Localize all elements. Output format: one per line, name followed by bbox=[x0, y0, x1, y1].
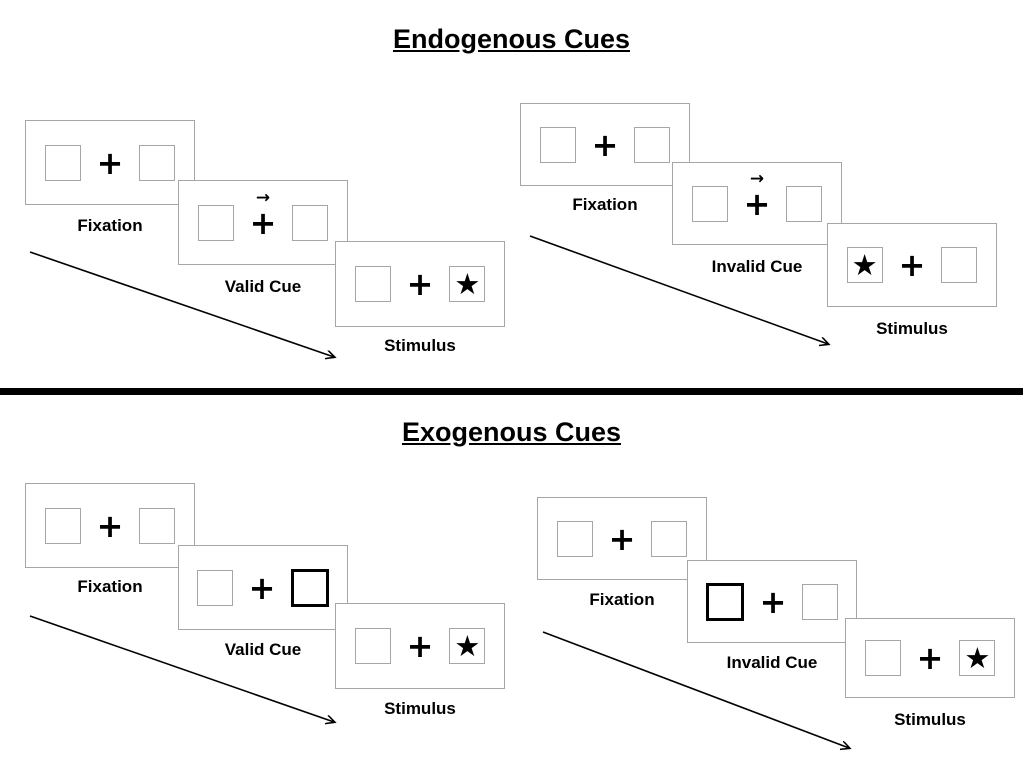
fixation-panel: + bbox=[537, 497, 707, 580]
fixation-cross: + bbox=[248, 568, 276, 607]
placeholder-box-left bbox=[44, 507, 81, 544]
panel-label-stimulus: Stimulus bbox=[384, 699, 456, 718]
fixation-cross: + bbox=[249, 203, 277, 242]
panel-label-invalid-cue: Invalid Cue bbox=[726, 653, 818, 672]
timeline-arrow-endogenous-invalid bbox=[529, 235, 828, 344]
target-star-icon: ★ bbox=[851, 247, 878, 282]
panel-label-fixation: Fixation bbox=[77, 216, 143, 235]
stimulus-panel: + ★ bbox=[845, 618, 1015, 698]
invalid-cue-panel: → + bbox=[672, 162, 842, 245]
panel-label-stimulus: Stimulus bbox=[894, 710, 966, 729]
stimulus-panel: + ★ bbox=[335, 603, 505, 689]
timeline-arrow-exogenous-valid bbox=[29, 615, 334, 722]
placeholder-box-right bbox=[139, 144, 176, 181]
section-divider bbox=[0, 388, 1023, 395]
placeholder-box-left bbox=[556, 520, 593, 557]
timeline-arrow-endogenous-valid bbox=[29, 251, 334, 357]
fixation-cross: + bbox=[406, 627, 434, 665]
panel-label-stimulus: Stimulus bbox=[876, 319, 948, 338]
fixation-cross: + bbox=[591, 125, 619, 164]
central-cue: → + bbox=[249, 189, 277, 242]
placeholder-box-left bbox=[539, 126, 576, 163]
target-box-right: ★ bbox=[449, 628, 486, 664]
placeholder-box-left bbox=[354, 266, 391, 302]
panel-label-fixation: Fixation bbox=[572, 195, 638, 214]
fixation-cross: + bbox=[406, 265, 434, 303]
placeholder-box-left bbox=[196, 569, 233, 606]
fixation-cross: + bbox=[608, 519, 636, 558]
stimulus-panel: ★ + bbox=[827, 223, 997, 307]
target-box-right: ★ bbox=[959, 640, 996, 676]
fixation-cross: + bbox=[916, 639, 944, 677]
central-cue: → + bbox=[743, 170, 771, 223]
valid-cue-panel: → + bbox=[178, 180, 348, 265]
panel-label-invalid-cue: Invalid Cue bbox=[711, 257, 803, 276]
cue-arrow-icon: → bbox=[255, 187, 271, 208]
target-star-icon: ★ bbox=[964, 640, 991, 675]
fixation-cross: + bbox=[759, 582, 787, 621]
target-star-icon: ★ bbox=[454, 628, 481, 663]
fixation-cross: + bbox=[96, 143, 124, 182]
panel-label-valid-cue: Valid Cue bbox=[224, 640, 302, 659]
placeholder-box-right bbox=[634, 126, 671, 163]
target-star-icon: ★ bbox=[454, 266, 481, 301]
placeholder-box-right bbox=[786, 185, 823, 222]
fixation-cross: + bbox=[743, 184, 771, 223]
panel-label-fixation: Fixation bbox=[77, 577, 143, 596]
fixation-panel: + bbox=[25, 120, 195, 205]
placeholder-box-left bbox=[864, 640, 901, 676]
stimulus-panel: + ★ bbox=[335, 241, 505, 327]
valid-cue-panel: + bbox=[178, 545, 348, 630]
placeholder-box-left bbox=[691, 185, 728, 222]
section-title-exogenous: Exogenous Cues bbox=[401, 417, 622, 447]
panel-label-fixation: Fixation bbox=[589, 590, 655, 609]
placeholder-box-right bbox=[139, 507, 176, 544]
fixation-panel: + bbox=[520, 103, 690, 186]
timeline-arrow-exogenous-invalid bbox=[542, 631, 849, 748]
placeholder-box-left bbox=[354, 628, 391, 664]
invalid-cue-panel: + bbox=[687, 560, 857, 643]
cue-highlight-box-left bbox=[705, 582, 744, 621]
fixation-cross: + bbox=[898, 246, 926, 284]
placeholder-box-left bbox=[44, 144, 81, 181]
panel-label-stimulus: Stimulus bbox=[384, 336, 456, 355]
cue-highlight-box-right bbox=[291, 568, 330, 607]
target-box-left: ★ bbox=[846, 247, 883, 283]
placeholder-box-right bbox=[292, 204, 329, 241]
target-box-right: ★ bbox=[449, 266, 486, 302]
panel-label-valid-cue: Valid Cue bbox=[224, 277, 302, 296]
placeholder-box-left bbox=[197, 204, 234, 241]
placeholder-box-right bbox=[802, 583, 839, 620]
fixation-panel: + bbox=[25, 483, 195, 568]
placeholder-box-right bbox=[941, 247, 978, 283]
fixation-cross: + bbox=[96, 506, 124, 545]
placeholder-box-right bbox=[651, 520, 688, 557]
section-title-endogenous: Endogenous Cues bbox=[392, 24, 630, 54]
cue-arrow-icon: → bbox=[749, 168, 765, 189]
